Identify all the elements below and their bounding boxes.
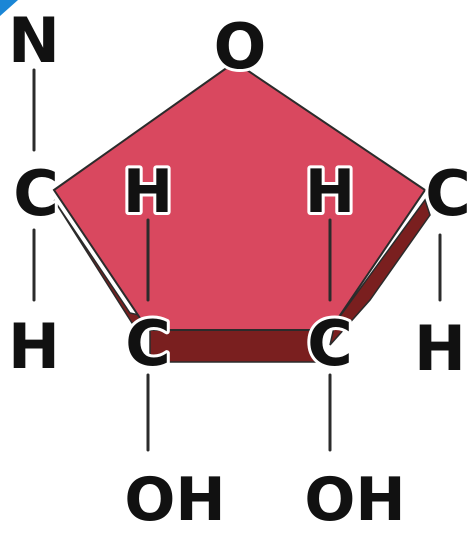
atom-h-top-left: H xyxy=(123,157,173,227)
atom-h-bottom-right: H xyxy=(414,312,466,385)
blue-bond-accent xyxy=(0,0,18,16)
atom-oh-left: OH xyxy=(124,465,225,534)
atom-ring-o: O xyxy=(214,10,267,83)
atom-c-bottom-left: C xyxy=(125,307,171,380)
atom-h-bottom-left: H xyxy=(8,310,60,383)
atom-c-bottom-right: C xyxy=(307,307,353,380)
atom-c-right: C xyxy=(425,157,471,230)
atom-n: N xyxy=(8,4,60,77)
atom-c-left: C xyxy=(13,157,59,230)
atom-h-top-right: H xyxy=(305,157,355,227)
ring-shadow-bottom xyxy=(149,329,321,363)
ring-shadow-right xyxy=(329,198,431,346)
atom-oh-right: OH xyxy=(304,465,405,534)
